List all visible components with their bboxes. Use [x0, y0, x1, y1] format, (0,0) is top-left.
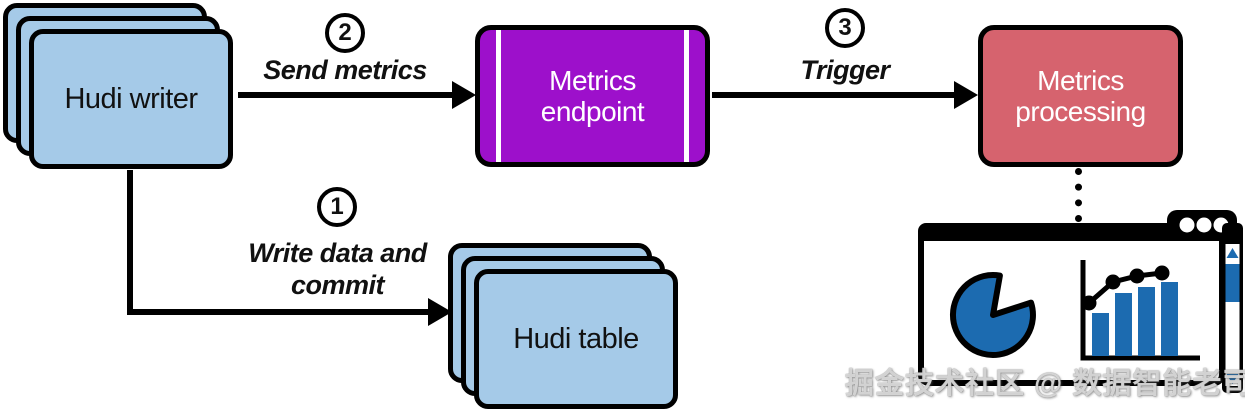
node-label: Hudi writer — [64, 82, 198, 115]
node-label: Metrics endpoint — [540, 64, 645, 127]
node-label: Hudi table — [513, 322, 639, 355]
arrow-line-trigger — [712, 92, 956, 98]
step-2-badge: 2 — [325, 13, 365, 53]
arrow-line-write-data-horizontal — [127, 309, 430, 315]
dotted-connector-line — [1075, 168, 1082, 222]
step-2-label: Send metrics — [263, 55, 427, 85]
step-1-badge: 1 — [317, 187, 357, 227]
node-hudi-table: Hudi table — [448, 243, 693, 413]
step-1-label: Write data and commit — [248, 238, 427, 300]
queue-stripe-icon — [496, 30, 501, 162]
queue-stripe-icon — [684, 30, 689, 162]
step-3-badge: 3 — [825, 8, 865, 48]
dashboard-illustration — [918, 210, 1243, 393]
watermark-text: 掘金技术社区 @ 数据智能老司机 — [845, 368, 1245, 400]
node-hudi-writer: Hudi writer — [3, 3, 248, 183]
node-metrics-processing: Metrics processing — [978, 25, 1183, 167]
pie-chart-icon — [950, 272, 1036, 358]
arrowhead-send-metrics — [452, 81, 476, 109]
node-metrics-endpoint: Metrics endpoint — [475, 25, 710, 167]
window-buttons-icon — [1179, 217, 1229, 233]
card-layer-front: Hudi table — [474, 269, 678, 409]
bar-chart-icon — [1080, 260, 1200, 361]
node-label: Metrics processing — [1015, 64, 1146, 127]
trend-line-icon — [1081, 265, 1170, 311]
arrow-line-send-metrics — [238, 92, 454, 98]
scrollbar-icon — [1222, 223, 1243, 393]
step-3-label: Trigger — [800, 55, 890, 85]
card-layer-front: Hudi writer — [29, 29, 233, 169]
arrowhead-trigger — [954, 81, 978, 109]
arrow-line-write-data-vertical — [127, 170, 133, 315]
